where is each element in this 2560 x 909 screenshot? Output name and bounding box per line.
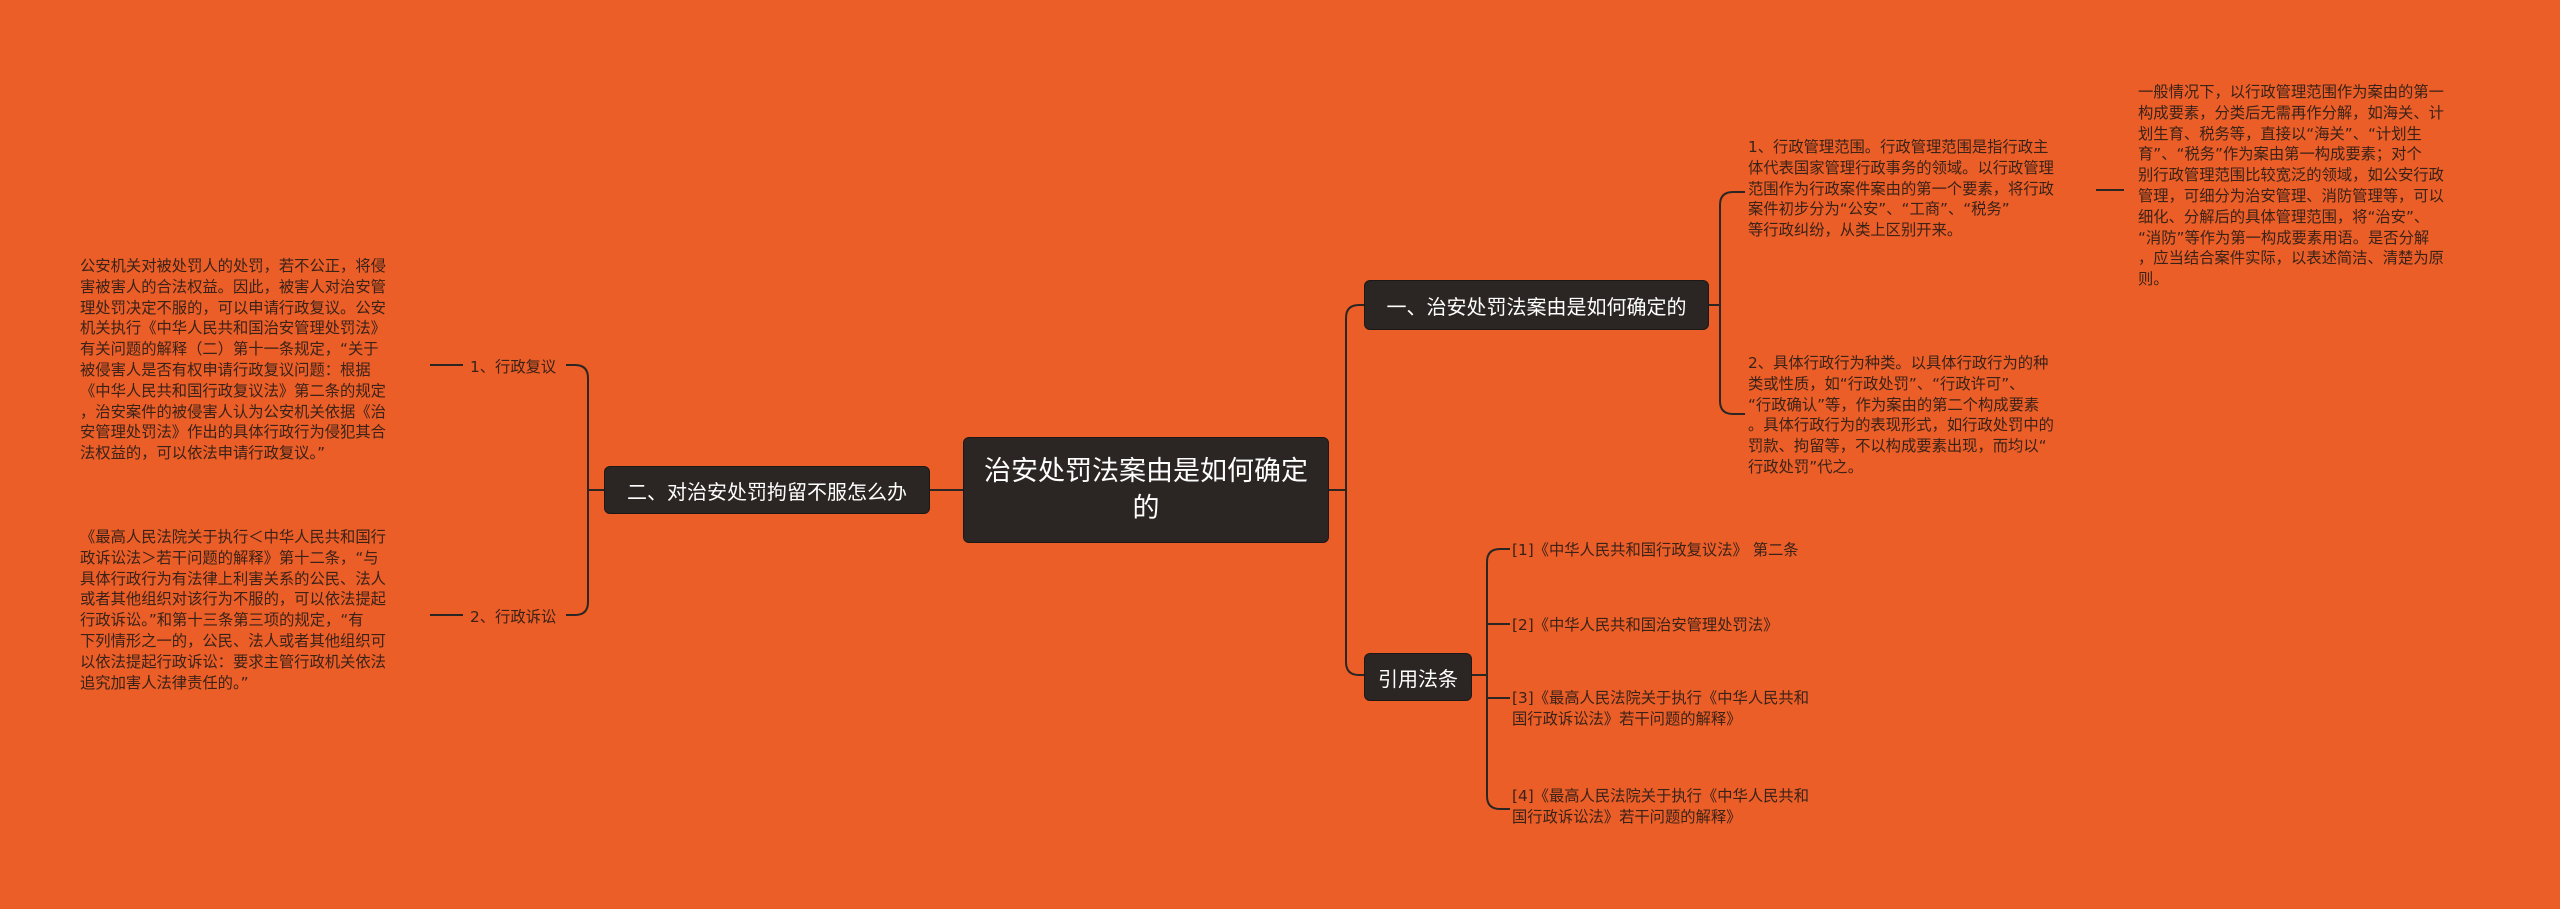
branch-detention-appeal[interactable]: 二、对治安处罚拘留不服怎么办 [604,466,930,514]
appeal-item-reconsideration-detail: 公安机关对被处罚人的处罚，若不公正，将侵 害被害人的合法权益。因此，被害人对治安… [80,257,386,463]
edge-branch1-right [1709,191,1745,415]
edge-branch-left [566,364,604,616]
edge-branch2 [1472,548,1510,810]
branch-detention-appeal-label: 二、对治安处罚拘留不服怎么办 [627,479,907,504]
cited-law-1: [1]《中华人民共和国行政复议法》 第二条 [1512,541,1799,559]
cited-law-2: [2]《中华人民共和国治安管理处罚法》 [1512,616,1779,634]
branch-case-cause-label: 一、治安处罚法案由是如何确定的 [1386,294,1687,319]
appeal-item-litigation: 2、行政诉讼 [470,608,557,626]
appeal-item-reconsideration: 1、行政复议 [470,358,557,376]
case-cause-item-1-detail: 一般情况下，以行政管理范围作为案由的第一 构成要素，分类后无需再作分解，如海关、… [2138,83,2444,289]
root-topic[interactable]: 治安处罚法案由是如何确定的 [963,437,1329,543]
case-cause-item-1: 1、行政管理范围。行政管理范围是指行政主 体代表国家管理行政事务的领域。以行政管… [1748,138,2054,240]
appeal-item-litigation-detail: 《最高人民法院关于执行＜中华人民共和国行 政诉讼法＞若干问题的解释》第十二条，“… [80,528,386,692]
branch-cited-laws-label: 引用法条 [1378,666,1458,691]
root-topic-label: 治安处罚法案由是如何确定的 [984,456,1308,524]
case-cause-item-2: 2、具体行政行为种类。以具体行政行为的种 类或性质，如“行政处罚”、“行政许可”… [1748,354,2054,476]
cited-law-4: [4]《最高人民法院关于执行《中华人民共和 国行政诉讼法》若干问题的解释》 [1512,787,1810,826]
branch-case-cause[interactable]: 一、治安处罚法案由是如何确定的 [1364,280,1709,330]
edge-trunk-right [1345,304,1364,676]
cited-law-3: [3]《最高人民法院关于执行《中华人民共和 国行政诉讼法》若干问题的解释》 [1512,689,1810,728]
branch-cited-laws[interactable]: 引用法条 [1364,653,1472,701]
